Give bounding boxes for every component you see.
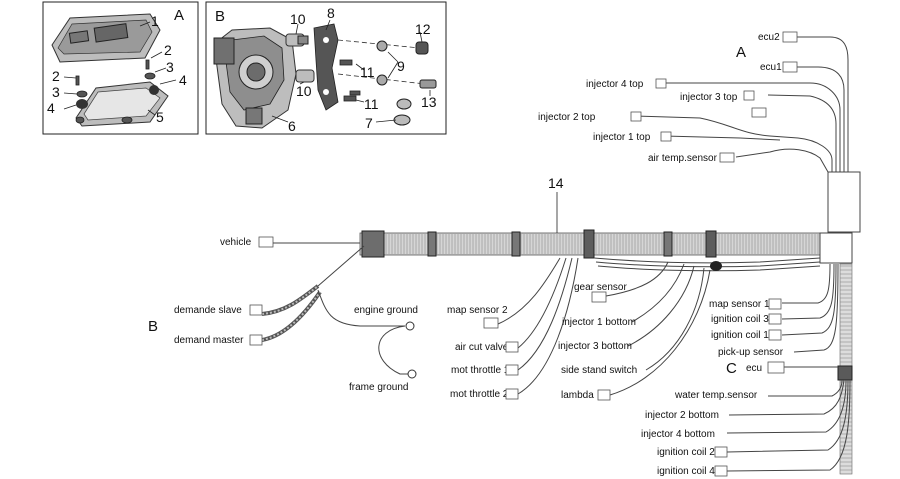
callout-12: 12 bbox=[415, 21, 431, 37]
label-side-stand-switch: side stand switch bbox=[561, 365, 637, 376]
label-ecu: ecu bbox=[746, 363, 762, 374]
callout-6: 6 bbox=[288, 118, 296, 134]
top-right-connectors: ecu2 ecu1 injector 4 top injector 3 top … bbox=[538, 31, 849, 173]
label-map-sensor-2: map sensor 2 bbox=[447, 305, 508, 316]
letter-a: A bbox=[736, 44, 746, 61]
label-ignition-coil-3: ignition coil 3 bbox=[711, 314, 769, 325]
nut-12 bbox=[415, 41, 429, 55]
callout-3: 3 bbox=[52, 84, 60, 100]
label-frame-ground: frame ground bbox=[349, 382, 408, 393]
label-demande-slave: demande slave bbox=[174, 305, 242, 316]
callout-3b: 3 bbox=[166, 59, 174, 75]
label-vehicle: vehicle bbox=[220, 237, 252, 248]
label-engine-ground: engine ground bbox=[354, 305, 418, 316]
connector-ecu1 bbox=[782, 61, 798, 73]
label-injector-3-bottom: injector 3 bottom bbox=[558, 341, 632, 352]
callout-8: 8 bbox=[327, 5, 335, 21]
junction-upper bbox=[827, 171, 861, 233]
frame-ground-eyelet bbox=[407, 369, 417, 379]
label-injector-2-top: injector 2 top bbox=[538, 112, 596, 123]
bottom-right-connectors: water temp.sensor injector 2 bottom inje… bbox=[641, 379, 851, 477]
callout-7: 7 bbox=[365, 115, 373, 131]
harness-callout: 14 bbox=[548, 175, 564, 191]
junction-lower bbox=[819, 232, 853, 264]
label-gear-sensor: gear sensor bbox=[574, 282, 627, 293]
panel-b-sensors: B 10 8 12 9 11 10 13 11 6 7 bbox=[205, 1, 447, 135]
callout-11b: 11 bbox=[364, 96, 379, 112]
callout-11: 11 bbox=[360, 64, 375, 80]
right-mid-connectors: map sensor 1 ignition coil 3 ignition co… bbox=[709, 263, 839, 374]
label-injector-4-top: injector 4 top bbox=[586, 79, 644, 90]
label-demand-master: demand master bbox=[174, 335, 244, 346]
callout-1: 1 bbox=[151, 13, 159, 29]
label-ignition-coil-1: ignition coil 1 bbox=[711, 330, 769, 341]
panel-b-letter: B bbox=[215, 8, 225, 25]
letter-b: B bbox=[148, 318, 158, 335]
harness-clamp bbox=[361, 230, 385, 258]
callout-9: 9 bbox=[397, 58, 405, 74]
callout-5: 5 bbox=[156, 109, 164, 125]
connector-ecu2 bbox=[782, 31, 798, 43]
label-injector-1-bottom: injector 1 bottom bbox=[562, 317, 636, 328]
mid-connectors: gear sensor injector 1 bottom injector 3… bbox=[558, 261, 711, 401]
demand-connectors: demande slave demand master bbox=[174, 245, 365, 346]
main-harness bbox=[359, 171, 861, 475]
callout-2: 2 bbox=[52, 68, 60, 84]
bolt-13 bbox=[419, 79, 437, 89]
callout-10b: 10 bbox=[296, 83, 312, 99]
label-injector-1-top: injector 1 top bbox=[593, 132, 651, 143]
label-mot-throttle-2: mot throttle 2 bbox=[450, 389, 509, 400]
label-map-sensor-1: map sensor 1 bbox=[709, 299, 770, 310]
callout-13: 13 bbox=[421, 94, 437, 110]
sensor-bracket bbox=[313, 23, 339, 111]
sensor-10b bbox=[295, 69, 315, 83]
mid-left-connectors: map sensor 2 air cut valve mot throttle … bbox=[447, 257, 579, 400]
callout-4b: 4 bbox=[179, 72, 187, 88]
panel-a-ecu: A 1 2 3 4 2 3 4 5 bbox=[42, 1, 199, 135]
label-injector-3-top: injector 3 top bbox=[680, 92, 738, 103]
label-ignition-coil-2: ignition coil 2 bbox=[657, 447, 715, 458]
label-water-temp-sensor: water temp.sensor bbox=[674, 390, 758, 401]
label-mot-throttle-1: mot throttle 1 bbox=[451, 365, 510, 376]
label-ecu2: ecu2 bbox=[758, 32, 780, 43]
screw-11 bbox=[339, 59, 353, 66]
ground-connectors: engine ground frame ground bbox=[317, 289, 418, 393]
panel-a-letter: A bbox=[174, 7, 184, 24]
grommet bbox=[76, 99, 88, 109]
vehicle-connector: vehicle bbox=[220, 236, 360, 248]
label-injector-2-bottom: injector 2 bottom bbox=[645, 410, 719, 421]
label-air-temp-sensor: air temp.sensor bbox=[648, 153, 718, 164]
engine-ground-eyelet bbox=[405, 321, 415, 331]
screw bbox=[75, 75, 80, 86]
label-injector-4-bottom: injector 4 bottom bbox=[641, 429, 715, 440]
label-ecu1: ecu1 bbox=[760, 62, 782, 73]
callout-2b: 2 bbox=[164, 42, 172, 58]
connector-vehicle bbox=[258, 236, 274, 248]
letter-c: C bbox=[726, 360, 737, 377]
washer bbox=[76, 90, 88, 98]
clip-7 bbox=[396, 98, 412, 110]
callout-4: 4 bbox=[47, 100, 55, 116]
harness-grommet bbox=[710, 261, 722, 271]
label-lambda: lambda bbox=[561, 390, 594, 401]
label-pick-up-sensor: pick-up sensor bbox=[718, 347, 784, 358]
label-ignition-coil-4: ignition coil 4 bbox=[657, 466, 715, 477]
callout-10: 10 bbox=[290, 11, 306, 27]
label-air-cut-valve: air cut valve bbox=[455, 342, 509, 353]
washer-9 bbox=[376, 40, 388, 52]
